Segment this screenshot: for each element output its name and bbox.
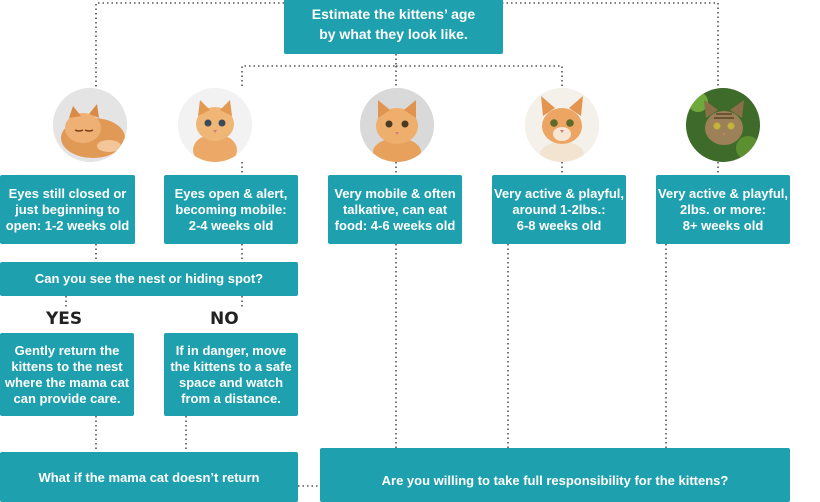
responsibility-question-box: Are you willing to take full responsibil…: [320, 448, 790, 502]
age-box-1-2-weeks: Eyes still closed or just beginning to o…: [0, 175, 135, 244]
yes-label: YES: [46, 309, 83, 329]
no-label: NO: [210, 309, 239, 329]
playful-kitten-photo: [525, 88, 599, 162]
mobile-kitten-photo: [360, 88, 434, 162]
age-box-8-plus-weeks: Very active & playful, 2lbs. or more: 8+…: [656, 175, 790, 244]
sleeping-kitten-photo: [53, 88, 127, 162]
no-action-box: If in danger, move the kittens to a safe…: [164, 333, 298, 416]
tabby-kitten-photo: [686, 88, 760, 162]
age-box-6-8-weeks: Very active & playful, around 1-2lbs.: 6…: [492, 175, 626, 244]
mama-cat-question-box: What if the mama cat doesn’t return: [0, 452, 298, 502]
title-box: Estimate the kittens’ age by what they l…: [284, 0, 503, 54]
yes-action-box: Gently return the kittens to the nest wh…: [0, 333, 134, 416]
nest-question-box: Can you see the nest or hiding spot?: [0, 262, 298, 296]
age-box-4-6-weeks: Very mobile & often talkative, can eat f…: [328, 175, 462, 244]
sitting-kitten-photo: [178, 88, 252, 162]
connector-lines: [65, 2, 719, 487]
age-box-2-4-weeks: Eyes open & alert, becoming mobile: 2-4 …: [164, 175, 298, 244]
